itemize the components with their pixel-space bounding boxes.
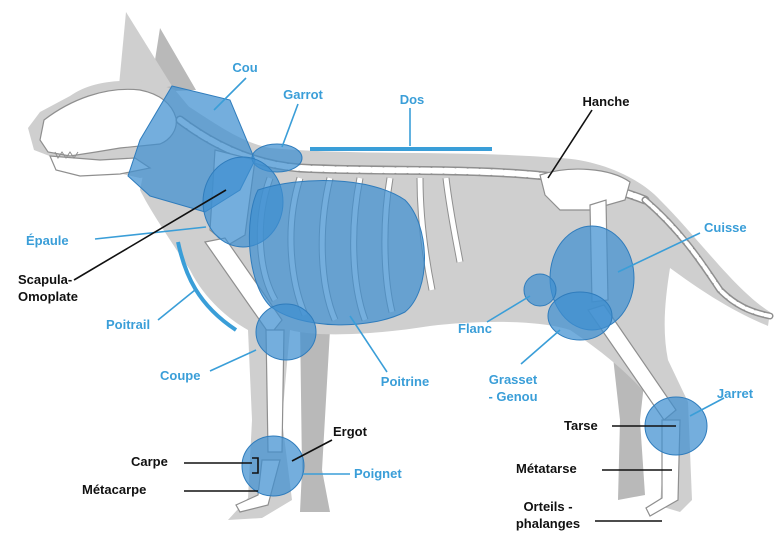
label-scapula-line1: Scapula- [18,272,72,287]
label-metacarpe: Métacarpe [82,482,146,497]
label-poignet: Poignet [354,466,402,481]
label-cou: Cou [232,60,257,75]
label-poitrail: Poitrail [106,317,150,332]
label-cuisse: Cuisse [704,220,747,235]
label-grasset-line2: - Genou [488,389,537,404]
region-flank [524,274,556,306]
label-orteils-line2: phalanges [516,516,580,531]
label-garrot: Garrot [283,87,323,102]
label-jarret: Jarret [717,386,754,401]
region-wrist [242,436,304,496]
label-carpe: Carpe [131,454,168,469]
label-poitrine: Poitrine [381,374,429,389]
label-orteils-line1: Orteils - [523,499,572,514]
label-scapula-line2: Omoplate [18,289,78,304]
label-coupe: Coupe [160,368,200,383]
label-grasset-line1: Grasset [489,372,538,387]
region-chest [249,181,424,325]
region-elbow [256,304,316,360]
label-epaule: Épaule [26,233,69,248]
label-dos: Dos [400,92,425,107]
label-tarse: Tarse [564,418,598,433]
label-hanche: Hanche [583,94,630,109]
label-ergot: Ergot [333,424,368,439]
label-metatarse: Métatarse [516,461,577,476]
label-flanc: Flanc [458,321,492,336]
